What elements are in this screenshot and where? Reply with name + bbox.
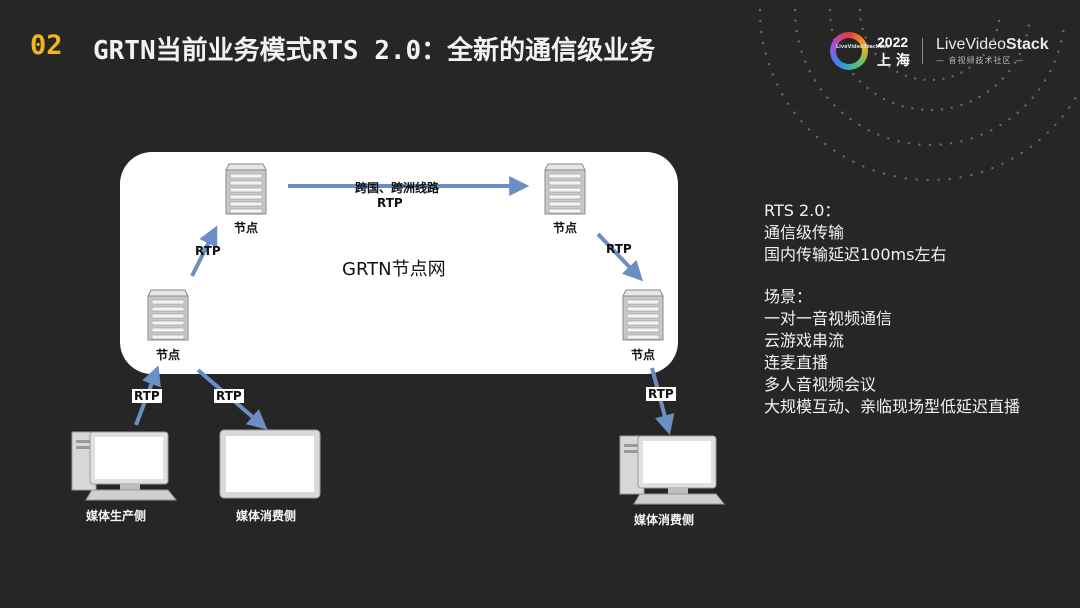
scene-item: 云游戏串流 [764,331,845,350]
scene-item: 多人音视频会议 [764,375,877,394]
scene-item: 连麦直播 [764,353,829,372]
logo-divider [922,38,923,64]
rts-info-panel: RTS 2.0： 通信级传输 国内传输延迟100ms左右 场景： 一对一音视频通… [764,200,1020,418]
cross-route-label: 跨国、跨洲线路 [355,181,440,195]
server-node-icon [544,163,586,215]
node-label-n1: 节点 [156,348,181,362]
logo-year: 2022 [877,34,909,50]
consumer-desktop-icon [619,435,726,505]
logo-brand-prefix: LiveVideo [936,36,1006,53]
rtp-label-n3-n4: RTP [606,242,632,256]
logo-city: 上 海 [877,53,910,69]
node-label-n3: 节点 [553,221,578,235]
scenes-title: 场景： [764,287,813,306]
producer-desktop-icon [71,431,178,501]
endpoint-label-producer: 媒体生产侧 [86,509,147,523]
endpoint-label-consumer-left: 媒体消费侧 [236,509,297,523]
panel-line-2: 国内传输延迟100ms左右 [764,245,947,264]
page-title: GRTN当前业务模式RTS 2.0：全新的通信级业务 [93,36,656,66]
conference-logo: LiveVideoStackCon 2022 上 海 LiveVideoStac… [830,32,1070,72]
rtp-label-n1-n2: RTP [195,244,221,258]
panel-title: RTS 2.0： [764,201,841,220]
node-label-n4: 节点 [631,348,656,362]
server-node-icon [622,289,664,341]
logo-subtitle: — 音视频技术社区 — [936,56,1025,65]
arrow-n3-to-n4 [596,232,643,282]
logo-brand-suffix: Stack [1005,36,1049,53]
logo-ring-icon: LiveVideoStackCon [830,32,890,70]
server-node-icon [225,163,267,215]
logo-brand: LiveVideoStack [936,36,1049,54]
consumer-monitor-icon [219,429,321,499]
endpoint-label-consumer-right: 媒体消费侧 [634,513,695,527]
scene-item: 一对一音视频通信 [764,309,893,328]
rtp-label-consumer-right: RTP [646,387,676,401]
rtp-label-consumer-left: RTP [214,389,244,403]
rtp-label-cross: RTP [377,196,403,210]
rtp-label-producer: RTP [132,389,162,403]
scene-item: 大规模互动、亲临现场型低延迟直播 [764,397,1021,416]
network-label: GRTN节点网 [342,259,446,280]
panel-line-1: 通信级传输 [764,223,845,242]
section-number: 02 [30,30,63,61]
node-label-n2: 节点 [234,221,259,235]
server-node-icon [147,289,189,341]
arrow-n1-to-n2 [190,225,218,277]
